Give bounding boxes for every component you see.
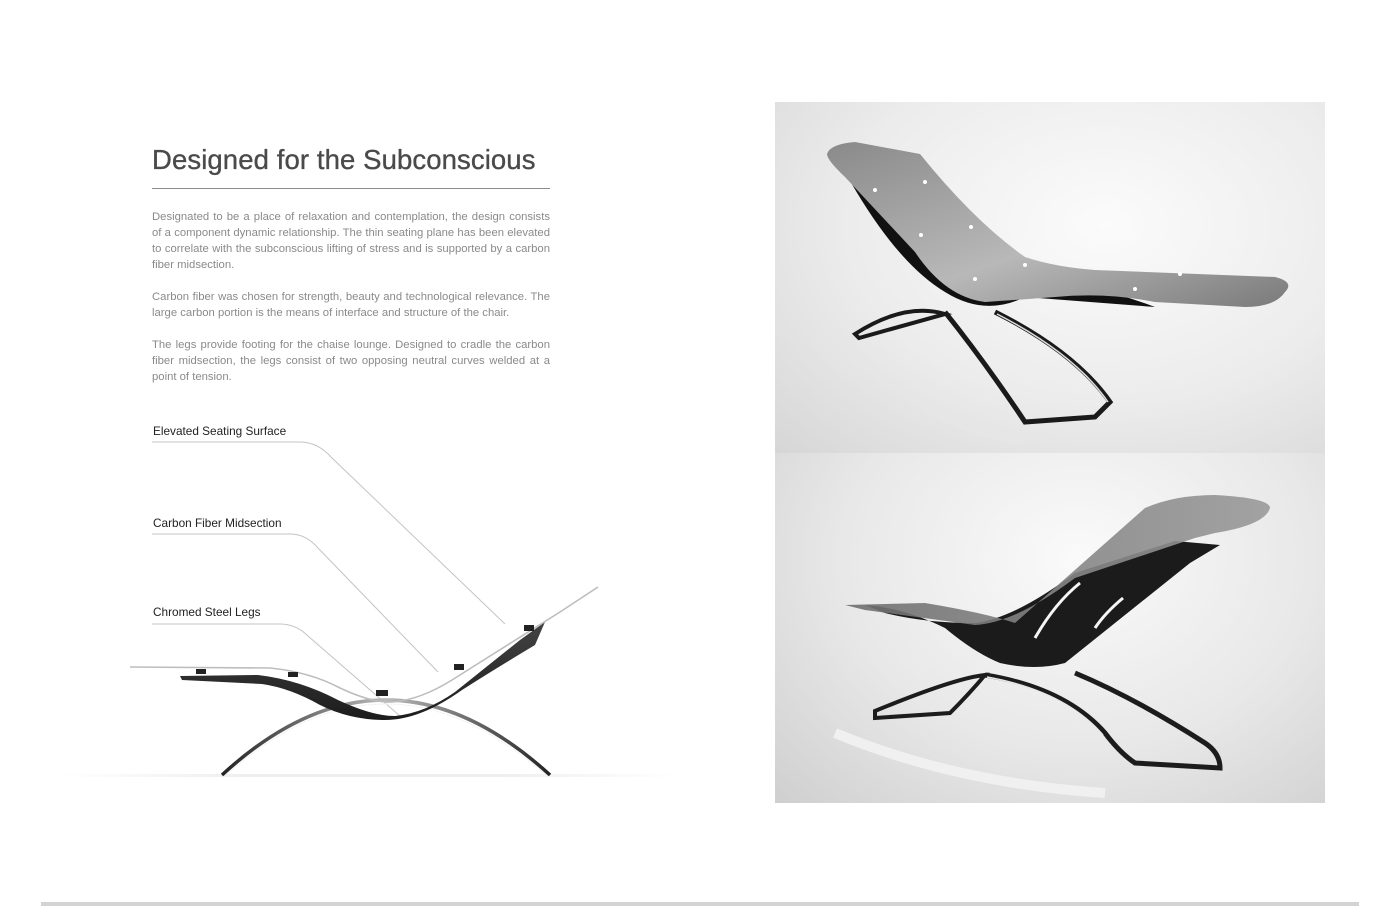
page-title: Designed for the Subconscious bbox=[152, 144, 536, 175]
seat-surface bbox=[827, 142, 1289, 307]
floor-line bbox=[60, 774, 680, 777]
chaise-render-rear bbox=[833, 495, 1270, 798]
seat-surface bbox=[845, 495, 1270, 625]
intro-paragraph: Designated to be a place of relaxation a… bbox=[152, 211, 550, 271]
leader-line-legs bbox=[152, 623, 401, 717]
seating-surface bbox=[129, 586, 599, 703]
leg-arc bbox=[220, 698, 552, 777]
chair-side-diagram bbox=[60, 441, 680, 777]
callout-label-steel-legs: Chromed Steel Legs bbox=[153, 605, 261, 619]
title-divider bbox=[152, 188, 550, 189]
carbon-midsection bbox=[180, 622, 545, 720]
leader-lines bbox=[152, 441, 506, 717]
legs-paragraph: The legs provide footing for the chaise … bbox=[152, 339, 550, 383]
footer-divider bbox=[41, 902, 1359, 906]
leader-line-carbon bbox=[152, 533, 439, 673]
leader-line-seating bbox=[152, 441, 506, 625]
chaise-render-front bbox=[827, 142, 1289, 445]
carbon-fiber-paragraph: Carbon fiber was chosen for strength, be… bbox=[152, 291, 550, 319]
carbon-body bbox=[865, 541, 1220, 667]
callout-label-carbon-midsection: Carbon Fiber Midsection bbox=[153, 516, 282, 530]
mounting-brackets bbox=[196, 625, 534, 696]
render-front-view bbox=[775, 102, 1325, 453]
callout-label-seating-surface: Elevated Seating Surface bbox=[153, 424, 287, 438]
render-rear-view bbox=[775, 453, 1325, 803]
